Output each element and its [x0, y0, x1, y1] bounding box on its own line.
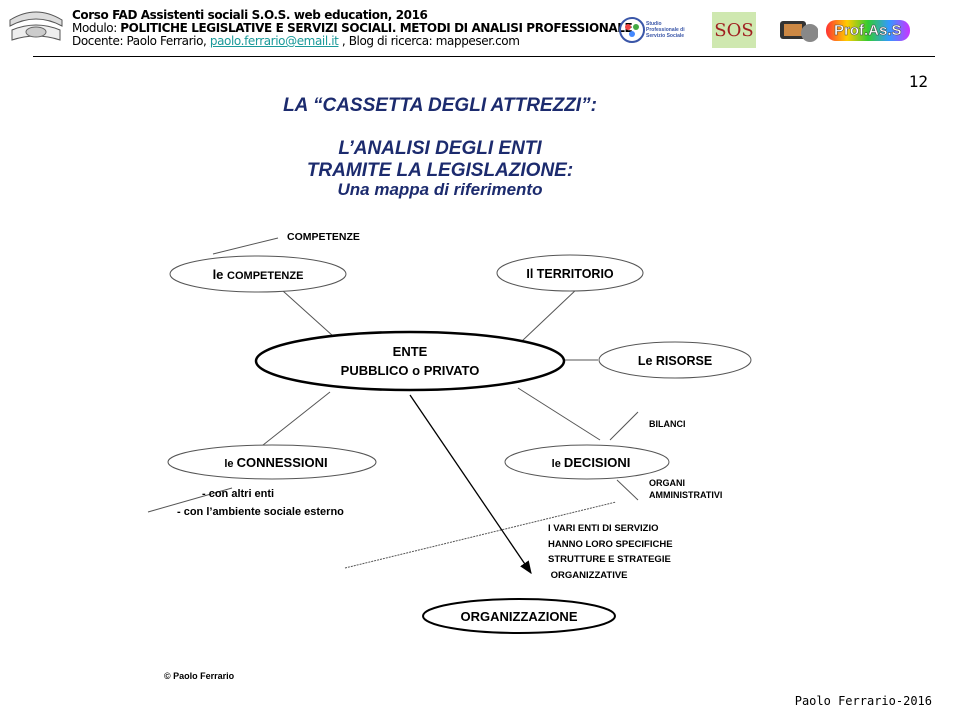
decisioni-label: le DECISIONI	[552, 455, 631, 470]
node-decisioni	[504, 444, 670, 480]
sos-logo: SOS	[712, 12, 756, 48]
module-label: Modulo:	[72, 21, 121, 35]
studio-logo: Studio Professionale di Servizio Sociale	[618, 12, 686, 48]
node-ente	[254, 330, 566, 392]
course-header: Corso FAD Assistenti sociali S.O.S. web …	[72, 8, 633, 48]
profass-logo-text: Prof.As.S	[826, 19, 910, 41]
profass-logo: Prof.As.S	[826, 12, 910, 48]
ente-label-1: ENTE	[393, 344, 428, 359]
node-risorse	[598, 341, 752, 379]
ente-label-2: PUBBLICO o PRIVATO	[341, 363, 480, 378]
note-line-2: HANNO LORO SPECIFICHE	[548, 539, 673, 550]
organi-label-2: AMMINISTRATIVI	[649, 490, 722, 500]
node-competenze	[169, 255, 347, 293]
slide-subtitle-1: L’ANALISI DEGLI ENTI	[338, 138, 542, 159]
node-territorio	[496, 254, 644, 292]
connessioni-note-1: - con altri enti	[202, 488, 274, 500]
connessioni-note-2: - con l’ambiente sociale esterno	[177, 506, 344, 518]
competenze-label: le COMPETENZE	[213, 267, 304, 282]
slide-subtitle-2: TRAMITE LA LEGISLAZIONE:	[306, 160, 574, 181]
course-logo	[9, 11, 63, 41]
footer-author: Paolo Ferrario-2016	[794, 694, 932, 708]
note-line-4: ORGANIZZATIVE	[548, 570, 628, 581]
node-organizzazione	[422, 598, 616, 634]
email-link[interactable]: paolo.ferrario@email.it	[209, 34, 339, 48]
bilanci-label: BILANCI	[649, 419, 686, 429]
risorse-label: Le RISORSE	[638, 354, 712, 368]
page-number: 12	[908, 72, 928, 91]
module-title: POLITICHE LEGISLATIVE E SERVIZI SOCIALI.…	[120, 21, 633, 35]
organi-label-1: ORGANI	[649, 478, 685, 488]
teacher-label: Docente: Paolo Ferrario,	[72, 34, 210, 48]
competenze-note: COMPETENZE	[287, 231, 360, 243]
slide-subtitle-3: Una mappa di riferimento	[337, 180, 543, 199]
sos-video-logo	[778, 12, 818, 48]
header-divider	[33, 56, 935, 57]
sos-logo-text: SOS	[714, 19, 754, 41]
note-line-3: STRUTTURE E STRATEGIE	[548, 554, 671, 565]
copyright: © Paolo Ferrario	[164, 671, 235, 681]
node-connessioni	[167, 444, 377, 480]
course-title: Corso FAD Assistenti sociali S.O.S. web …	[72, 8, 428, 22]
studio-logo-text: Studio Professionale di Servizio Sociale	[646, 21, 685, 39]
note-line-1: I VARI ENTI DI SERVIZIO	[548, 523, 659, 534]
territorio-label: Il TERRITORIO	[526, 267, 614, 281]
slide-title: LA “CASSETTA DEGLI ATTREZZI”:	[283, 95, 597, 116]
organizzazione-label: ORGANIZZAZIONE	[461, 609, 578, 624]
connessioni-label: le CONNESSIONI	[224, 455, 327, 470]
blog-label: , Blog di ricerca: mappeser.com	[338, 34, 520, 48]
